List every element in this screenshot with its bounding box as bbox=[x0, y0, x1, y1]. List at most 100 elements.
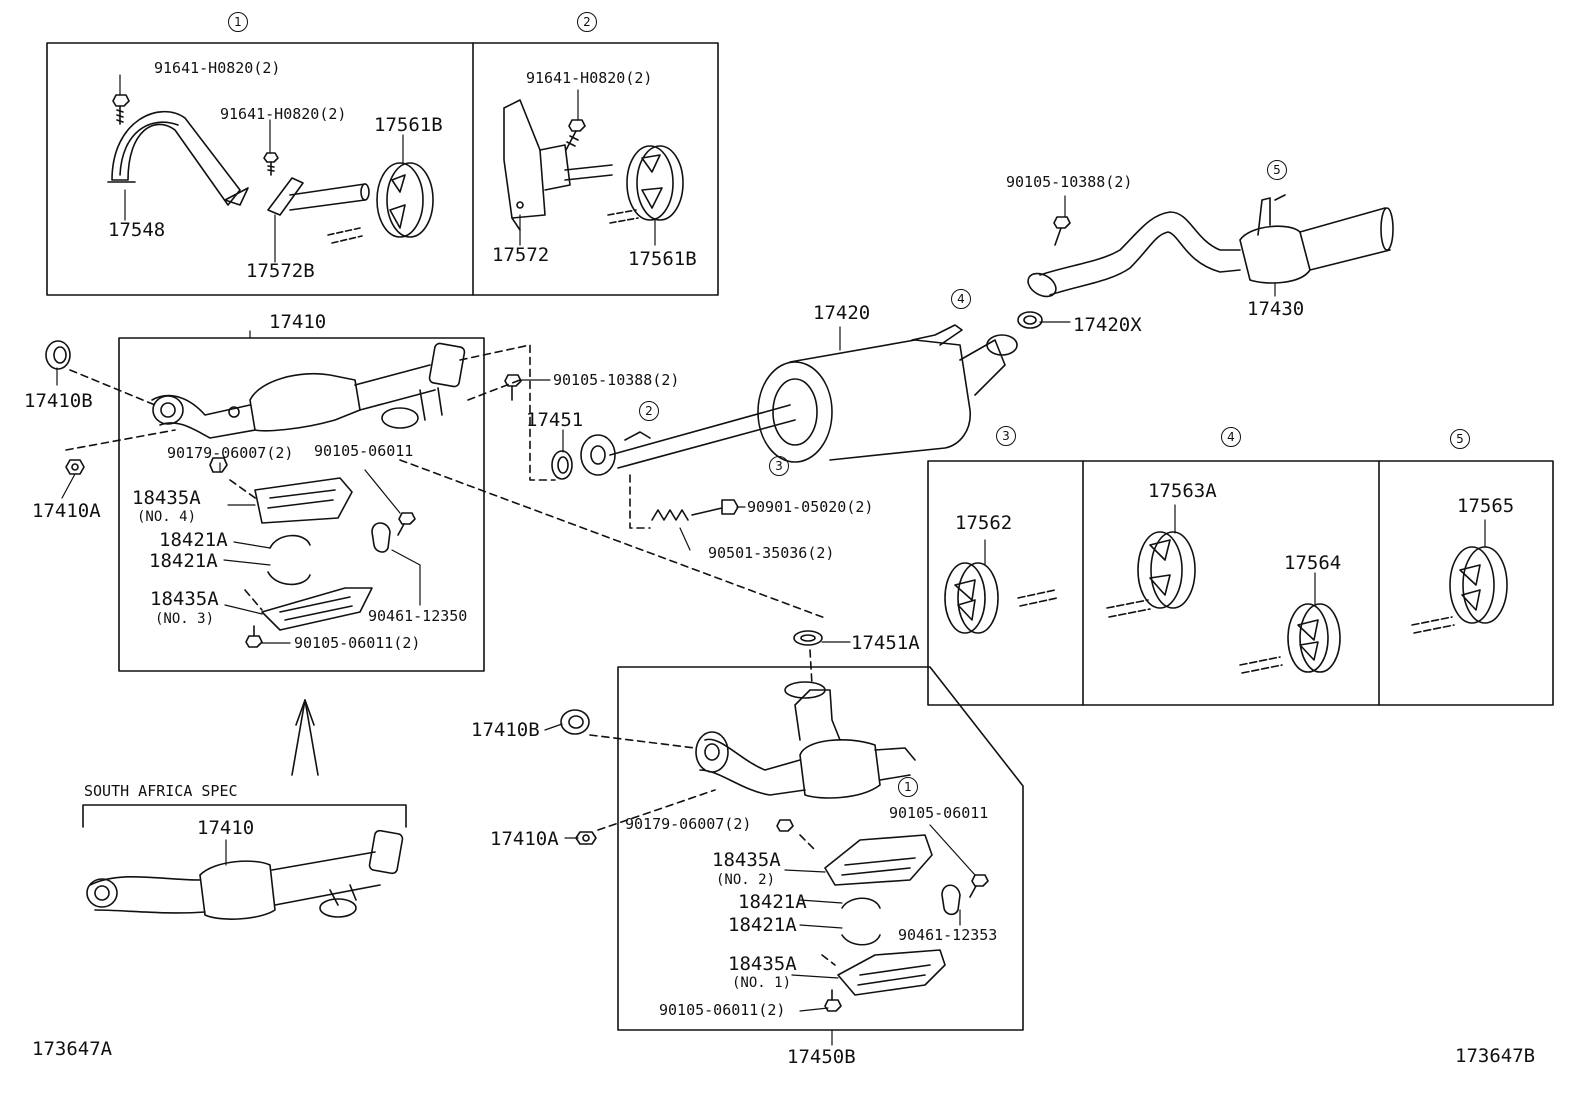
strap-17572b-drawing bbox=[268, 178, 369, 215]
section-circle-3: 3 bbox=[996, 426, 1016, 446]
label-hanger-17562: 17562 bbox=[955, 512, 1013, 534]
south-africa-pipe-drawing bbox=[87, 830, 403, 919]
label-front-pipe-17410: 17410 bbox=[269, 311, 327, 333]
shield-no4-drawing bbox=[255, 478, 352, 523]
label-lower-clamp-2: 18421A bbox=[728, 914, 797, 936]
south-africa-bracket bbox=[83, 805, 406, 827]
label-hanger-17561b-2: 17561B bbox=[628, 248, 697, 270]
clamp-90461-12350 bbox=[372, 523, 390, 552]
up-arrow bbox=[292, 700, 318, 775]
section-circle-5: 5 bbox=[1450, 429, 1470, 449]
label-muffler-17420: 17420 bbox=[813, 302, 871, 324]
section-circle-5-tail: 5 bbox=[1267, 160, 1287, 180]
label-gasket-17451a: 17451A bbox=[851, 632, 920, 654]
label-bolt-91641-top: 91641-H0820(2) bbox=[154, 59, 281, 77]
label-hanger-17563a: 17563A bbox=[1148, 480, 1217, 502]
label-lower-shield-no2-sub: (NO. 2) bbox=[716, 872, 776, 888]
gasket-17410b-upper bbox=[46, 341, 70, 369]
bracket-17548-drawing bbox=[108, 112, 248, 205]
nut-17410a-lower bbox=[576, 832, 596, 844]
bolt-90105-10388-tail bbox=[1054, 217, 1070, 245]
label-sa-pipe-17410: 17410 bbox=[197, 817, 255, 839]
gasket-17451a bbox=[794, 631, 822, 645]
nut-90179-upper bbox=[210, 458, 227, 472]
hanger-17565 bbox=[1412, 547, 1507, 633]
bolt-91641-inset2 bbox=[566, 120, 585, 150]
label-bolt-91641-inset2: 91641-H0820(2) bbox=[526, 69, 653, 87]
label-bracket-17548: 17548 bbox=[108, 219, 166, 241]
bracket-17572-drawing bbox=[504, 100, 612, 230]
label-gasket-17451: 17451 bbox=[526, 409, 584, 431]
bolt-90105-bottom bbox=[246, 626, 262, 647]
section-circle-2: 2 bbox=[577, 12, 597, 32]
label-lower-nut-90179: 90179-06007(2) bbox=[625, 815, 752, 833]
section-circle-1: 1 bbox=[228, 12, 248, 32]
diagram-id-left: 173647A bbox=[32, 1038, 113, 1060]
label-lower-clamp-90461-12353: 90461-12353 bbox=[898, 926, 998, 944]
bolt-90105-10388-muffler bbox=[505, 375, 521, 400]
label-lower-bolt-90105: 90105-06011 bbox=[889, 804, 989, 822]
spring-and-bolt bbox=[652, 500, 738, 520]
label-lower-nut-17410a: 17410A bbox=[490, 828, 559, 850]
front-pipe-17410-drawing bbox=[152, 343, 465, 438]
inset-frame-3-4-5 bbox=[928, 461, 1553, 705]
label-shield-no3-sub: (NO. 3) bbox=[155, 611, 215, 627]
label-nut-90179: 90179-06007(2) bbox=[167, 444, 294, 462]
gasket-17410b-lower bbox=[561, 710, 589, 734]
shield-no3-drawing bbox=[262, 588, 372, 630]
label-strap-17572b: 17572B bbox=[246, 260, 315, 282]
label-south-africa-spec: SOUTH AFRICA SPEC bbox=[84, 782, 238, 800]
label-gasket-17420x: 17420X bbox=[1073, 314, 1142, 336]
label-lower-shield-no1: 18435A bbox=[728, 953, 797, 975]
label-bolt-90105-10388: 90105-10388(2) bbox=[553, 371, 680, 389]
hanger-17564 bbox=[1240, 604, 1340, 673]
lower-pipe-17450b-drawing bbox=[696, 682, 915, 798]
section-circle-1-lower: 1 bbox=[898, 777, 918, 797]
label-lower-shield-no1-sub: (NO. 1) bbox=[732, 975, 792, 991]
label-hanger-17565: 17565 bbox=[1457, 495, 1515, 517]
section-circle-4: 4 bbox=[1221, 427, 1241, 447]
nut-17410a-upper bbox=[66, 460, 84, 474]
label-hanger-17564: 17564 bbox=[1284, 552, 1342, 574]
gasket-17451 bbox=[552, 451, 572, 479]
hanger-17563a bbox=[1107, 532, 1195, 617]
label-lower-pipe-17450b: 17450B bbox=[787, 1046, 856, 1068]
bolt-91641-top bbox=[113, 95, 129, 124]
label-spring-90501: 90501-35036(2) bbox=[708, 544, 835, 562]
label-lower-bolt-bottom: 90105-06011(2) bbox=[659, 1001, 786, 1019]
solid-leaders bbox=[57, 75, 1485, 1045]
clamp-18421a-lower bbox=[842, 898, 880, 945]
lower-dashed-leaders bbox=[590, 650, 835, 965]
hanger-17561b-inset1 bbox=[328, 163, 433, 243]
label-clamp-18421a-2: 18421A bbox=[149, 550, 218, 572]
hanger-17562 bbox=[945, 563, 1057, 633]
muffler-17420-drawing bbox=[581, 325, 1017, 475]
bolt-90105-lower bbox=[970, 875, 988, 897]
label-lower-gasket-17410b: 17410B bbox=[471, 719, 540, 741]
upper-dashed-leaders bbox=[66, 345, 825, 618]
label-gasket-17410b: 17410B bbox=[24, 390, 93, 412]
shield-no1-drawing bbox=[838, 950, 945, 995]
lower-pipe-box bbox=[618, 667, 1023, 1030]
section-circle-4-muffler: 4 bbox=[951, 289, 971, 309]
clamp-90461-12353 bbox=[942, 885, 960, 914]
label-bolt-90901: 90901-05020(2) bbox=[747, 498, 874, 516]
gasket-17420x bbox=[1018, 312, 1042, 328]
label-bolt-91641-mid: 91641-H0820(2) bbox=[220, 105, 347, 123]
label-lower-shield-no2: 18435A bbox=[712, 849, 781, 871]
section-circle-3-muffler: 3 bbox=[769, 456, 789, 476]
inset-frame-1-2 bbox=[47, 43, 718, 295]
label-bracket-17572: 17572 bbox=[492, 244, 550, 266]
label-nut-17410a: 17410A bbox=[32, 500, 101, 522]
label-hanger-17561b-1: 17561B bbox=[374, 114, 443, 136]
section-circle-2-muffler: 2 bbox=[639, 401, 659, 421]
label-shield-no4: 18435A bbox=[132, 487, 201, 509]
label-shield-no3: 18435A bbox=[150, 588, 219, 610]
label-clamp-90461-12350: 90461-12350 bbox=[368, 607, 468, 625]
shield-no2-drawing bbox=[825, 835, 932, 885]
label-lower-clamp-1: 18421A bbox=[738, 891, 807, 913]
label-bolt-90105-06011: 90105-06011 bbox=[314, 442, 414, 460]
diagram-id-right: 173647B bbox=[1455, 1045, 1536, 1067]
bolt-91641-mid bbox=[264, 153, 278, 175]
